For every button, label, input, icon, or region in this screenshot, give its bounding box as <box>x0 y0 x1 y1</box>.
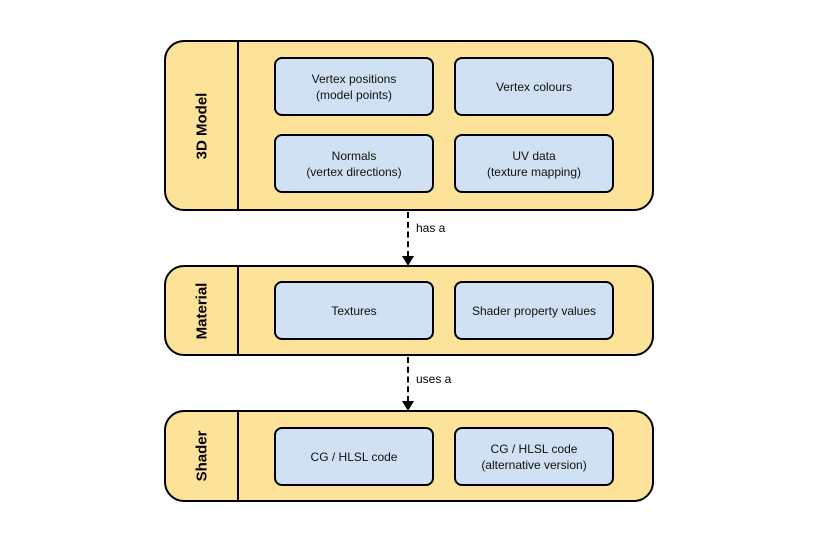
normals-box: Normals (vertex directions) <box>274 134 434 193</box>
group-label-column: 3D Model <box>166 42 239 209</box>
shader-property-values-box: Shader property values <box>454 281 614 340</box>
group-title: 3D Model <box>193 92 210 159</box>
box-line: Vertex colours <box>495 79 573 94</box>
group-label-column: Shader <box>166 412 239 500</box>
box-line: Normals <box>331 148 377 163</box>
arrow-down-icon <box>402 401 414 411</box>
group-material: Material Textures Shader property values <box>164 265 654 356</box>
box-line: UV data <box>512 148 556 163</box>
box-line: Shader property values <box>471 303 597 318</box>
group-title: Material <box>193 282 210 339</box>
cg-hlsl-code-box: CG / HLSL code <box>274 427 434 486</box>
box-line: (texture mapping) <box>486 164 582 179</box>
arrow-down-icon <box>402 256 414 266</box>
group-label-column: Material <box>166 267 239 354</box>
connector-label: has a <box>416 221 446 235</box>
vertex-positions-box: Vertex positions (model points) <box>274 57 434 116</box>
group-shader: Shader CG / HLSL code CG / HLSL code (al… <box>164 410 654 502</box>
dashed-line <box>407 212 409 257</box>
box-line: CG / HLSL code <box>310 449 398 464</box>
box-line: Textures <box>331 303 377 318</box>
group-3d-model: 3D Model Vertex positions (model points)… <box>164 40 654 211</box>
group-title: Shader <box>193 430 210 482</box>
box-line: (model points) <box>315 87 393 102</box>
box-line: (vertex directions) <box>306 164 402 179</box>
box-line: Vertex positions <box>311 71 397 86</box>
box-line: (alternative version) <box>481 457 587 472</box>
box-line: CG / HLSL code <box>490 441 578 456</box>
textures-box: Textures <box>274 281 434 340</box>
uv-data-box: UV data (texture mapping) <box>454 134 614 193</box>
dashed-line <box>407 357 409 402</box>
connector-label: uses a <box>416 372 452 386</box>
cg-hlsl-alternative-box: CG / HLSL code (alternative version) <box>454 427 614 486</box>
vertex-colours-box: Vertex colours <box>454 57 614 116</box>
